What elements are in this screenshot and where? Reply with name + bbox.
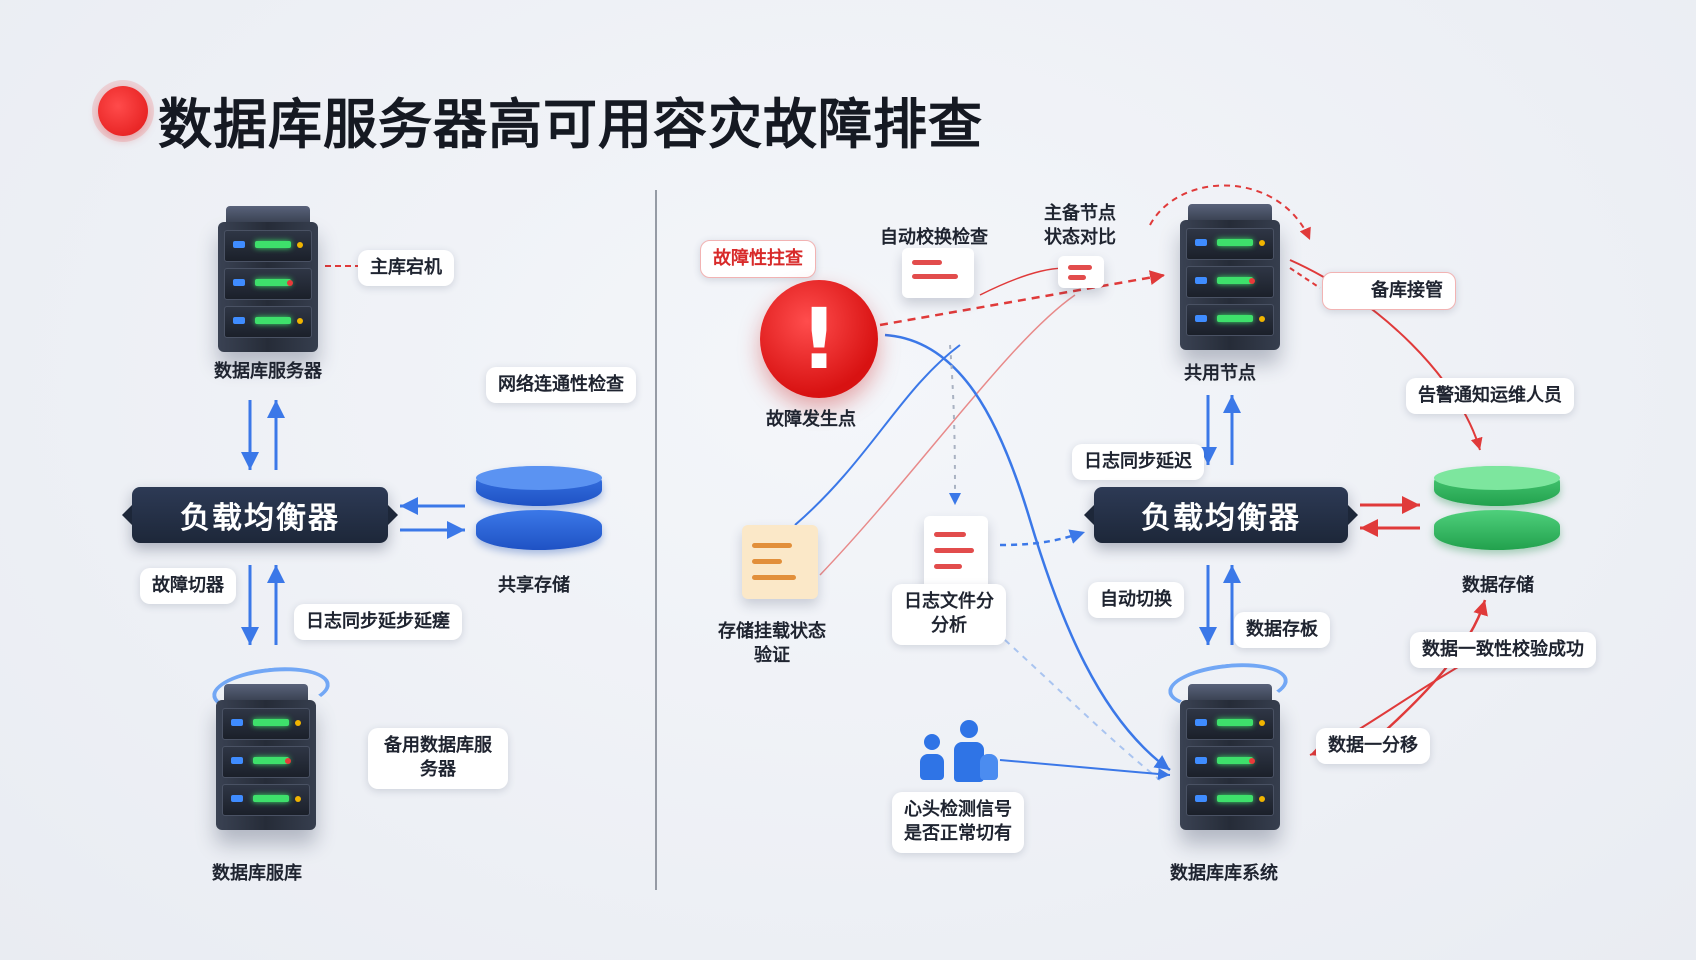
fault-point-caption: 故障发生点: [766, 409, 856, 430]
backup-server-icon: [216, 684, 316, 830]
compare-doc-icon: [1058, 256, 1104, 288]
backup-server-caption: 数据库服库: [212, 863, 302, 884]
standby-takeover-label: 备库接管: [1322, 272, 1456, 311]
storage-mount-caption: 存储挂载状态 验证: [718, 621, 826, 667]
consistency-label: 数据一致性校验成功: [1410, 632, 1596, 669]
team-people-icon: [920, 720, 1000, 788]
primary-down-label: 主库宕机: [358, 250, 454, 287]
panel-divider: [655, 190, 657, 890]
log-analysis-label: 日志文件分 分析: [892, 584, 1006, 645]
green-storage-caption: 数据存储: [1462, 575, 1534, 596]
left-load-balancer: 负载均衡器: [122, 487, 398, 543]
auto-switch-check-label: 自动校换检查: [880, 227, 988, 248]
backup-server-label-text: 备用数据库服务器: [384, 735, 492, 781]
primary-server-icon: [218, 206, 318, 352]
storage-mount-doc-icon: [742, 525, 818, 599]
primary-server-caption: 数据库服务器: [214, 361, 322, 382]
data-split-label: 数据一分移: [1316, 728, 1430, 765]
shared-storage-caption: 共享存储: [498, 575, 570, 596]
primary-state-compare-label: 主备节点 状态对比: [1044, 203, 1116, 249]
heartbeat-label: 心头检测信号 是否正常切有: [892, 792, 1024, 853]
data-storage-label: 数据存板: [1234, 612, 1330, 649]
standby-node-icon: [1180, 204, 1280, 350]
green-storage-icon: [1434, 466, 1560, 554]
failover-label: 故障切器: [140, 568, 236, 605]
left-log-sync-label: 日志同步延步延瘥: [294, 604, 462, 641]
right-log-sync-delay-label: 日志同步延迟: [1072, 444, 1204, 481]
switch-check-doc-icon: [902, 248, 974, 298]
title-bullet-icon: [98, 86, 148, 136]
db-system-caption: 数据库库系统: [1170, 863, 1278, 884]
db-system-icon: [1180, 684, 1280, 830]
right-load-balancer: 负载均衡器: [1084, 487, 1358, 543]
standby-node-caption: 共用节点: [1184, 363, 1256, 384]
backup-server-label: 备用数据库服务器: [368, 728, 508, 789]
fault-check-label: 故障性拄查: [700, 240, 816, 279]
network-check-label: 网络连通性检查: [486, 367, 636, 404]
page-title: 数据库服务器高可用容灾故障排查: [158, 93, 983, 156]
log-file-doc-icon: [924, 516, 988, 594]
auto-switch-label: 自动切换: [1088, 582, 1184, 619]
alert-ops-label: 告警通知运维人员: [1406, 378, 1574, 415]
alert-icon: !: [760, 280, 878, 398]
shared-storage-icon: [476, 466, 602, 554]
